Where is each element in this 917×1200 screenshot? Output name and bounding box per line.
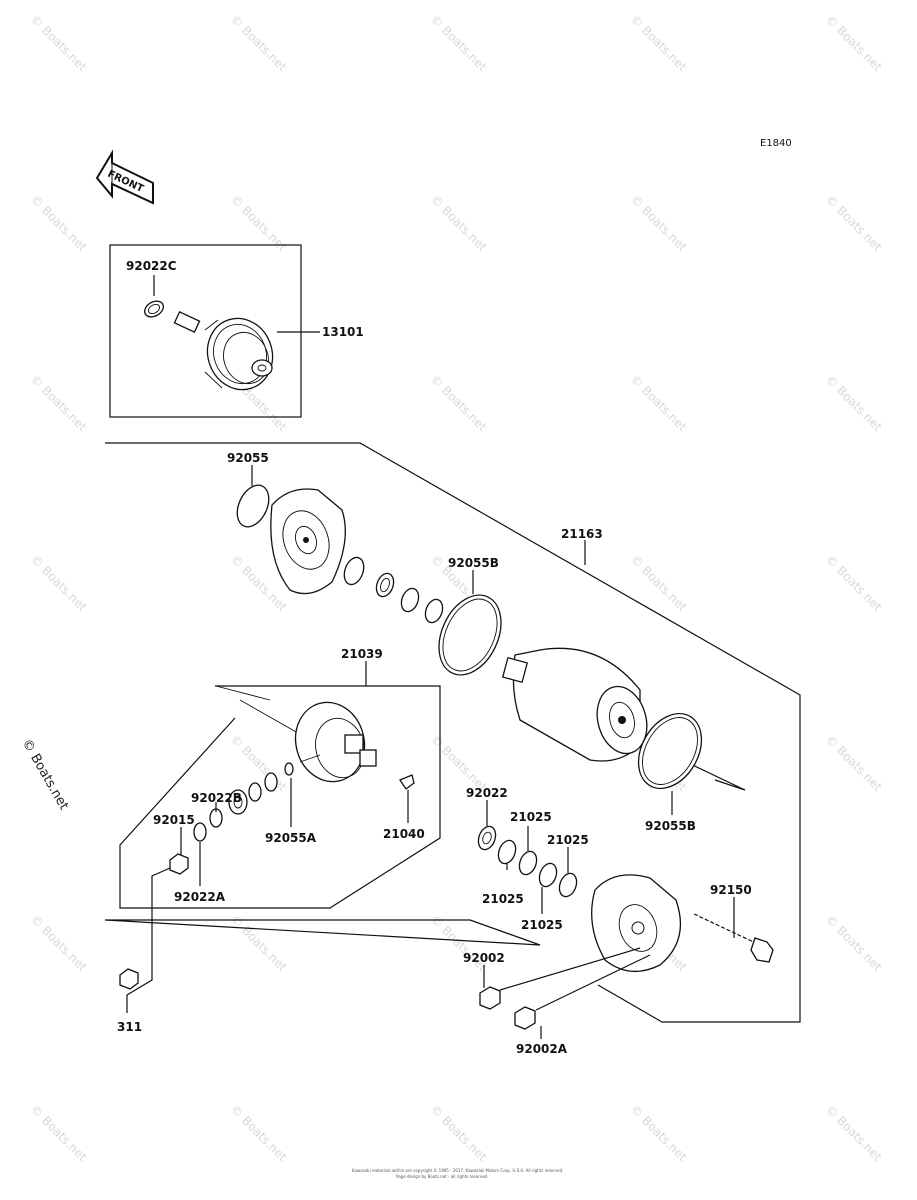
brush-holder-outline [119,685,441,909]
side-watermark: © Boats.net [19,737,72,813]
watermark: © Boats.net [228,912,290,974]
part-label-92055A: 92055A [265,831,317,845]
part-label-92055: 92055 [227,451,269,465]
watermark: © Boats.net [428,1102,490,1164]
part-label-92022: 92022 [466,786,508,800]
part-label-92150: 92150 [710,883,752,897]
part-label-21040: 21040 [383,827,425,841]
part-label-21025: 21025 [482,892,524,906]
bolt-92002A [514,954,651,1030]
watermark: © Boats.net [823,192,885,254]
nut-311 [119,968,139,990]
part-label-92022C: 92022C [126,259,177,273]
washer [424,598,444,624]
watermark: © Boats.net [823,12,885,74]
watermark: © Boats.net [28,552,90,614]
watermark: © Boats.net [428,192,490,254]
washer [400,587,420,613]
washer-92022 [477,825,497,851]
washer [264,772,278,792]
part-label-311: 311 [117,1020,142,1034]
terminal-21040 [399,774,415,790]
watermark: © Boats.net [628,372,690,434]
washer [375,572,395,598]
washer-21025 [518,850,538,876]
washer-21025 [497,839,517,865]
copyright-line-1: Kawasaki materials within are copyright … [352,1168,563,1173]
watermark: © Boats.net [428,372,490,434]
watermark: © Boats.net [823,912,885,974]
brush-holder [294,701,377,783]
o-ring-92055B-top [438,594,502,676]
o-ring-92055 [236,484,270,528]
part-label-21025: 21025 [521,918,563,932]
watermark: © Boats.net [823,552,885,614]
clutch-box [109,244,302,418]
watermark: © Boats.net [428,12,490,74]
watermark: © Boats.net [628,192,690,254]
part-label-21025: 21025 [510,810,552,824]
motor-assembly-outline [104,442,801,1023]
watermark: © Boats.net [228,1102,290,1164]
watermark: © Boats.net [628,1102,690,1164]
watermark: © Boats.net [628,12,690,74]
watermark: © Boats.net [28,912,90,974]
starter-clutch-13101 [144,300,274,391]
part-label-21039: 21039 [341,647,383,661]
watermark: © Boats.net [28,372,90,434]
part-label-92055B-top: 92055B [448,556,499,570]
part-label-92002: 92002 [463,951,505,965]
washer-92022A [193,822,207,842]
part-label-92022A: 92022A [174,890,226,904]
washer-21025 [538,862,558,888]
rear-cover [270,488,346,595]
copyright-line-2: Page design by Boats.net - all rights re… [396,1174,488,1179]
through-bolt-92150 [693,913,774,963]
watermark: © Boats.net [228,12,290,74]
washer-21025 [558,872,578,898]
part-label-92022B: 92022B [191,791,242,805]
bolt-92002 [479,947,641,1010]
part-label-92002A: 92002A [516,1042,568,1056]
washer [248,782,262,802]
diagram-code: E1840 [760,138,792,149]
part-label-21163: 21163 [561,527,603,541]
watermark-grid: © Boats.net © Boats.net © Boats.net © Bo… [28,12,885,1164]
front-cover [591,874,682,972]
bracket [343,556,365,586]
part-label-92055B-bottom: 92055B [645,819,696,833]
watermark: © Boats.net [28,12,90,74]
bushing [228,789,248,815]
part-label-21025: 21025 [547,833,589,847]
watermark: © Boats.net [823,732,885,794]
watermark: © Boats.net [823,372,885,434]
washer-92055A [284,762,294,776]
watermark: © Boats.net [28,192,90,254]
front-arrow-icon: FRONT [95,149,154,205]
part-label-13101: 13101 [322,325,364,339]
yoke-body [501,647,648,762]
nut-92015 [169,853,189,875]
watermark: © Boats.net [428,732,490,794]
watermark: © Boats.net [823,1102,885,1164]
watermark: © Boats.net [628,552,690,614]
part-label-92015: 92015 [153,813,195,827]
watermark: © Boats.net [28,1102,90,1164]
